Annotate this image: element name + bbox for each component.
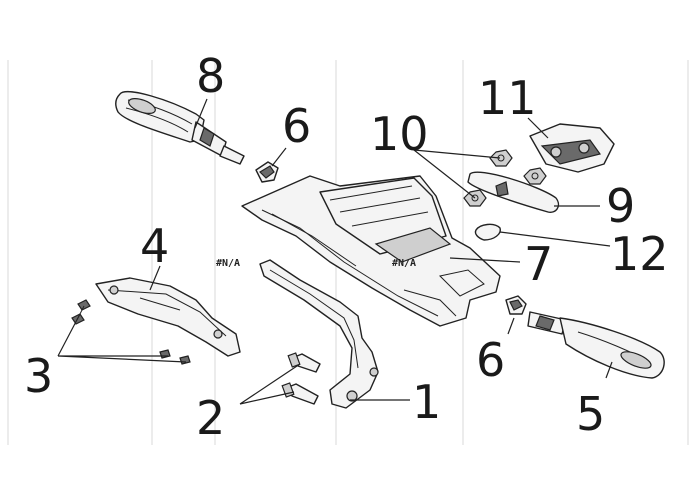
callout-numbers: 8 6 10 11 9 12 7 4 3 2 1 6 5 [24,49,669,445]
part-8-indicator-left [115,90,245,165]
callout-3: 3 [24,349,53,403]
callout-9: 9 [606,179,635,233]
leader-4 [149,265,161,291]
callout-2: 2 [196,391,225,445]
callout-4: 4 [140,219,169,273]
leader-3 [57,313,187,363]
callout-12: 12 [610,227,669,281]
part-1-rear-arm [259,259,379,409]
part-11-license-light [529,123,615,173]
leader-lines [57,98,613,405]
callout-5: 5 [576,387,605,441]
part-7-tail-housing [241,175,501,327]
part-12-bulb [474,223,501,241]
leader-5 [605,361,613,379]
part-6-clip-lower [505,295,527,315]
callout-6-upper: 6 [282,99,311,153]
leader-8 [194,98,208,129]
leader-7 [449,257,521,263]
leader-2 [239,363,301,405]
part-4-bracket [95,277,241,357]
leader-11 [527,117,549,139]
callout-6-lower: 6 [476,333,505,387]
part-6-clip-upper [255,161,279,183]
leader-12 [499,231,611,247]
part-2-bolts [281,352,321,405]
part-5-indicator-right [527,311,665,379]
leader-6-lower [507,317,515,335]
leader-6-upper [271,147,287,167]
callout-7: 7 [524,237,553,291]
callout-10: 10 [370,107,429,161]
callout-11: 11 [478,71,537,125]
na-marker-center: #N/A [392,258,416,269]
callout-8: 8 [196,49,225,103]
part-9-lens [467,171,560,213]
na-marker-left: #N/A [216,258,240,269]
callout-1: 1 [412,375,441,429]
leader-10 [413,149,501,199]
